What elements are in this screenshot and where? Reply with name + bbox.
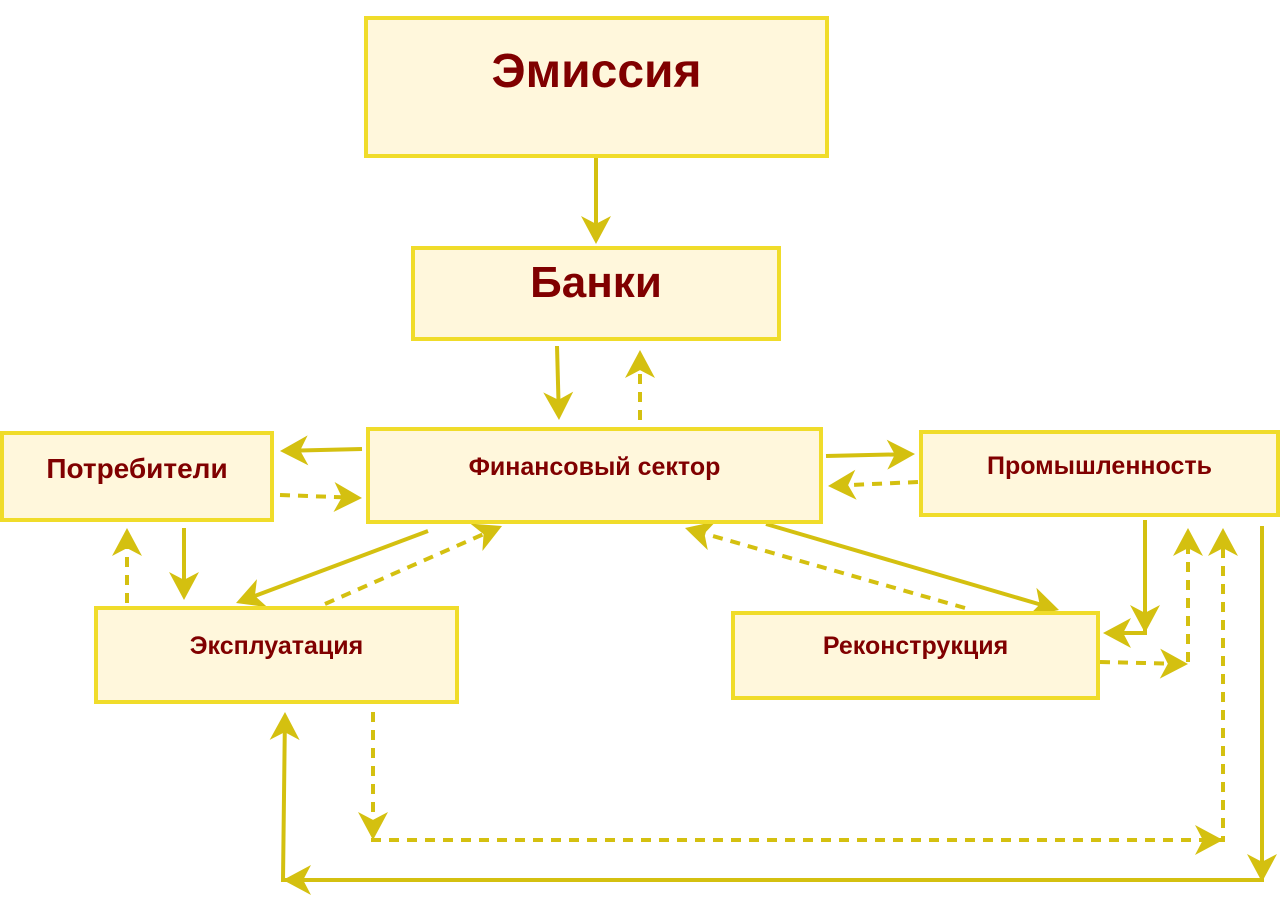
- edge-line: [1099, 548, 1190, 667]
- arrowhead-icon: [1027, 587, 1059, 617]
- arrowhead-icon: [236, 579, 268, 608]
- node-emission-label: Эмиссия: [491, 45, 702, 98]
- arrowhead-icon: [1130, 605, 1160, 633]
- edge-line: [279, 493, 343, 500]
- edge-consumers-to-finance: [279, 481, 362, 512]
- arrowhead-icon: [280, 435, 309, 466]
- edge-line: [847, 480, 919, 488]
- arrowhead-icon: [169, 572, 199, 600]
- arrowhead-icon: [1247, 854, 1277, 882]
- edge-industry-to-finance: [828, 469, 919, 500]
- node-emission: Эмиссия: [364, 16, 829, 158]
- node-finance: Финансовый сектор: [366, 427, 823, 524]
- edge-line: [324, 532, 485, 606]
- arrowhead-icon: [1195, 825, 1223, 855]
- arrowhead-icon: [1159, 648, 1188, 679]
- node-industry-label: Промышленность: [987, 452, 1212, 480]
- edge-emission-to-banks: [581, 158, 611, 244]
- node-consumers-label: Потребители: [46, 453, 228, 484]
- edge-banks-to-finance: [543, 345, 574, 420]
- edge-line: [371, 548, 1225, 842]
- edge-line: [825, 452, 896, 458]
- node-consumers: Потребители: [0, 431, 274, 522]
- arrowhead-icon: [685, 521, 717, 551]
- arrowhead-icon: [543, 391, 574, 420]
- edge-operation-to-industry: [358, 528, 1238, 855]
- arrowhead-icon: [283, 865, 311, 895]
- edge-line: [765, 522, 1041, 607]
- node-operation: Эксплуатация: [94, 606, 459, 704]
- arrowhead-icon: [581, 216, 611, 244]
- node-banks-label: Банки: [530, 258, 662, 307]
- arrowhead-icon: [1208, 528, 1238, 556]
- edge-finance-to-reconstruction: [765, 522, 1059, 617]
- arrowhead-icon: [358, 812, 388, 840]
- arrowhead-icon: [112, 528, 142, 556]
- edge-line: [254, 529, 429, 598]
- node-operation-label: Эксплуатация: [189, 632, 364, 660]
- edge-operation-to-consumers: [112, 528, 142, 603]
- edge-line: [703, 531, 966, 610]
- edge-finance-to-operation: [236, 529, 429, 608]
- edge-finance-to-consumers: [280, 435, 363, 466]
- edge-industry-to-reconstruction: [1103, 520, 1160, 648]
- node-banks: Банки: [411, 246, 781, 341]
- edge-group: [112, 158, 1277, 895]
- node-finance-label: Финансовый сектор: [468, 453, 721, 481]
- arrowhead-icon: [269, 712, 300, 741]
- arrowhead-icon: [1103, 618, 1131, 648]
- arrowhead-icon: [828, 469, 857, 500]
- node-reconstruction: Реконструкция: [731, 611, 1100, 700]
- edge-operation-to-finance: [324, 523, 502, 606]
- node-industry: Промышленность: [919, 430, 1280, 517]
- arrowhead-icon: [333, 481, 362, 512]
- edge-finance-to-industry: [825, 439, 915, 470]
- edge-line: [299, 447, 363, 453]
- arrowhead-icon: [886, 439, 915, 470]
- edge-line: [555, 345, 561, 401]
- edge-reconstruction-to-industry: [1099, 528, 1203, 679]
- edge-reconstruction-to-finance: [685, 521, 966, 610]
- edge-industry-to-operation: [269, 526, 1277, 895]
- arrowhead-icon: [470, 523, 502, 552]
- edge-finance-to-banks: [625, 350, 655, 420]
- arrowhead-icon: [625, 350, 655, 378]
- arrowhead-icon: [1173, 528, 1203, 556]
- edge-line: [280, 526, 1264, 882]
- edge-consumers-to-operation: [169, 528, 199, 600]
- node-reconstruction-label: Реконструкция: [822, 632, 1009, 660]
